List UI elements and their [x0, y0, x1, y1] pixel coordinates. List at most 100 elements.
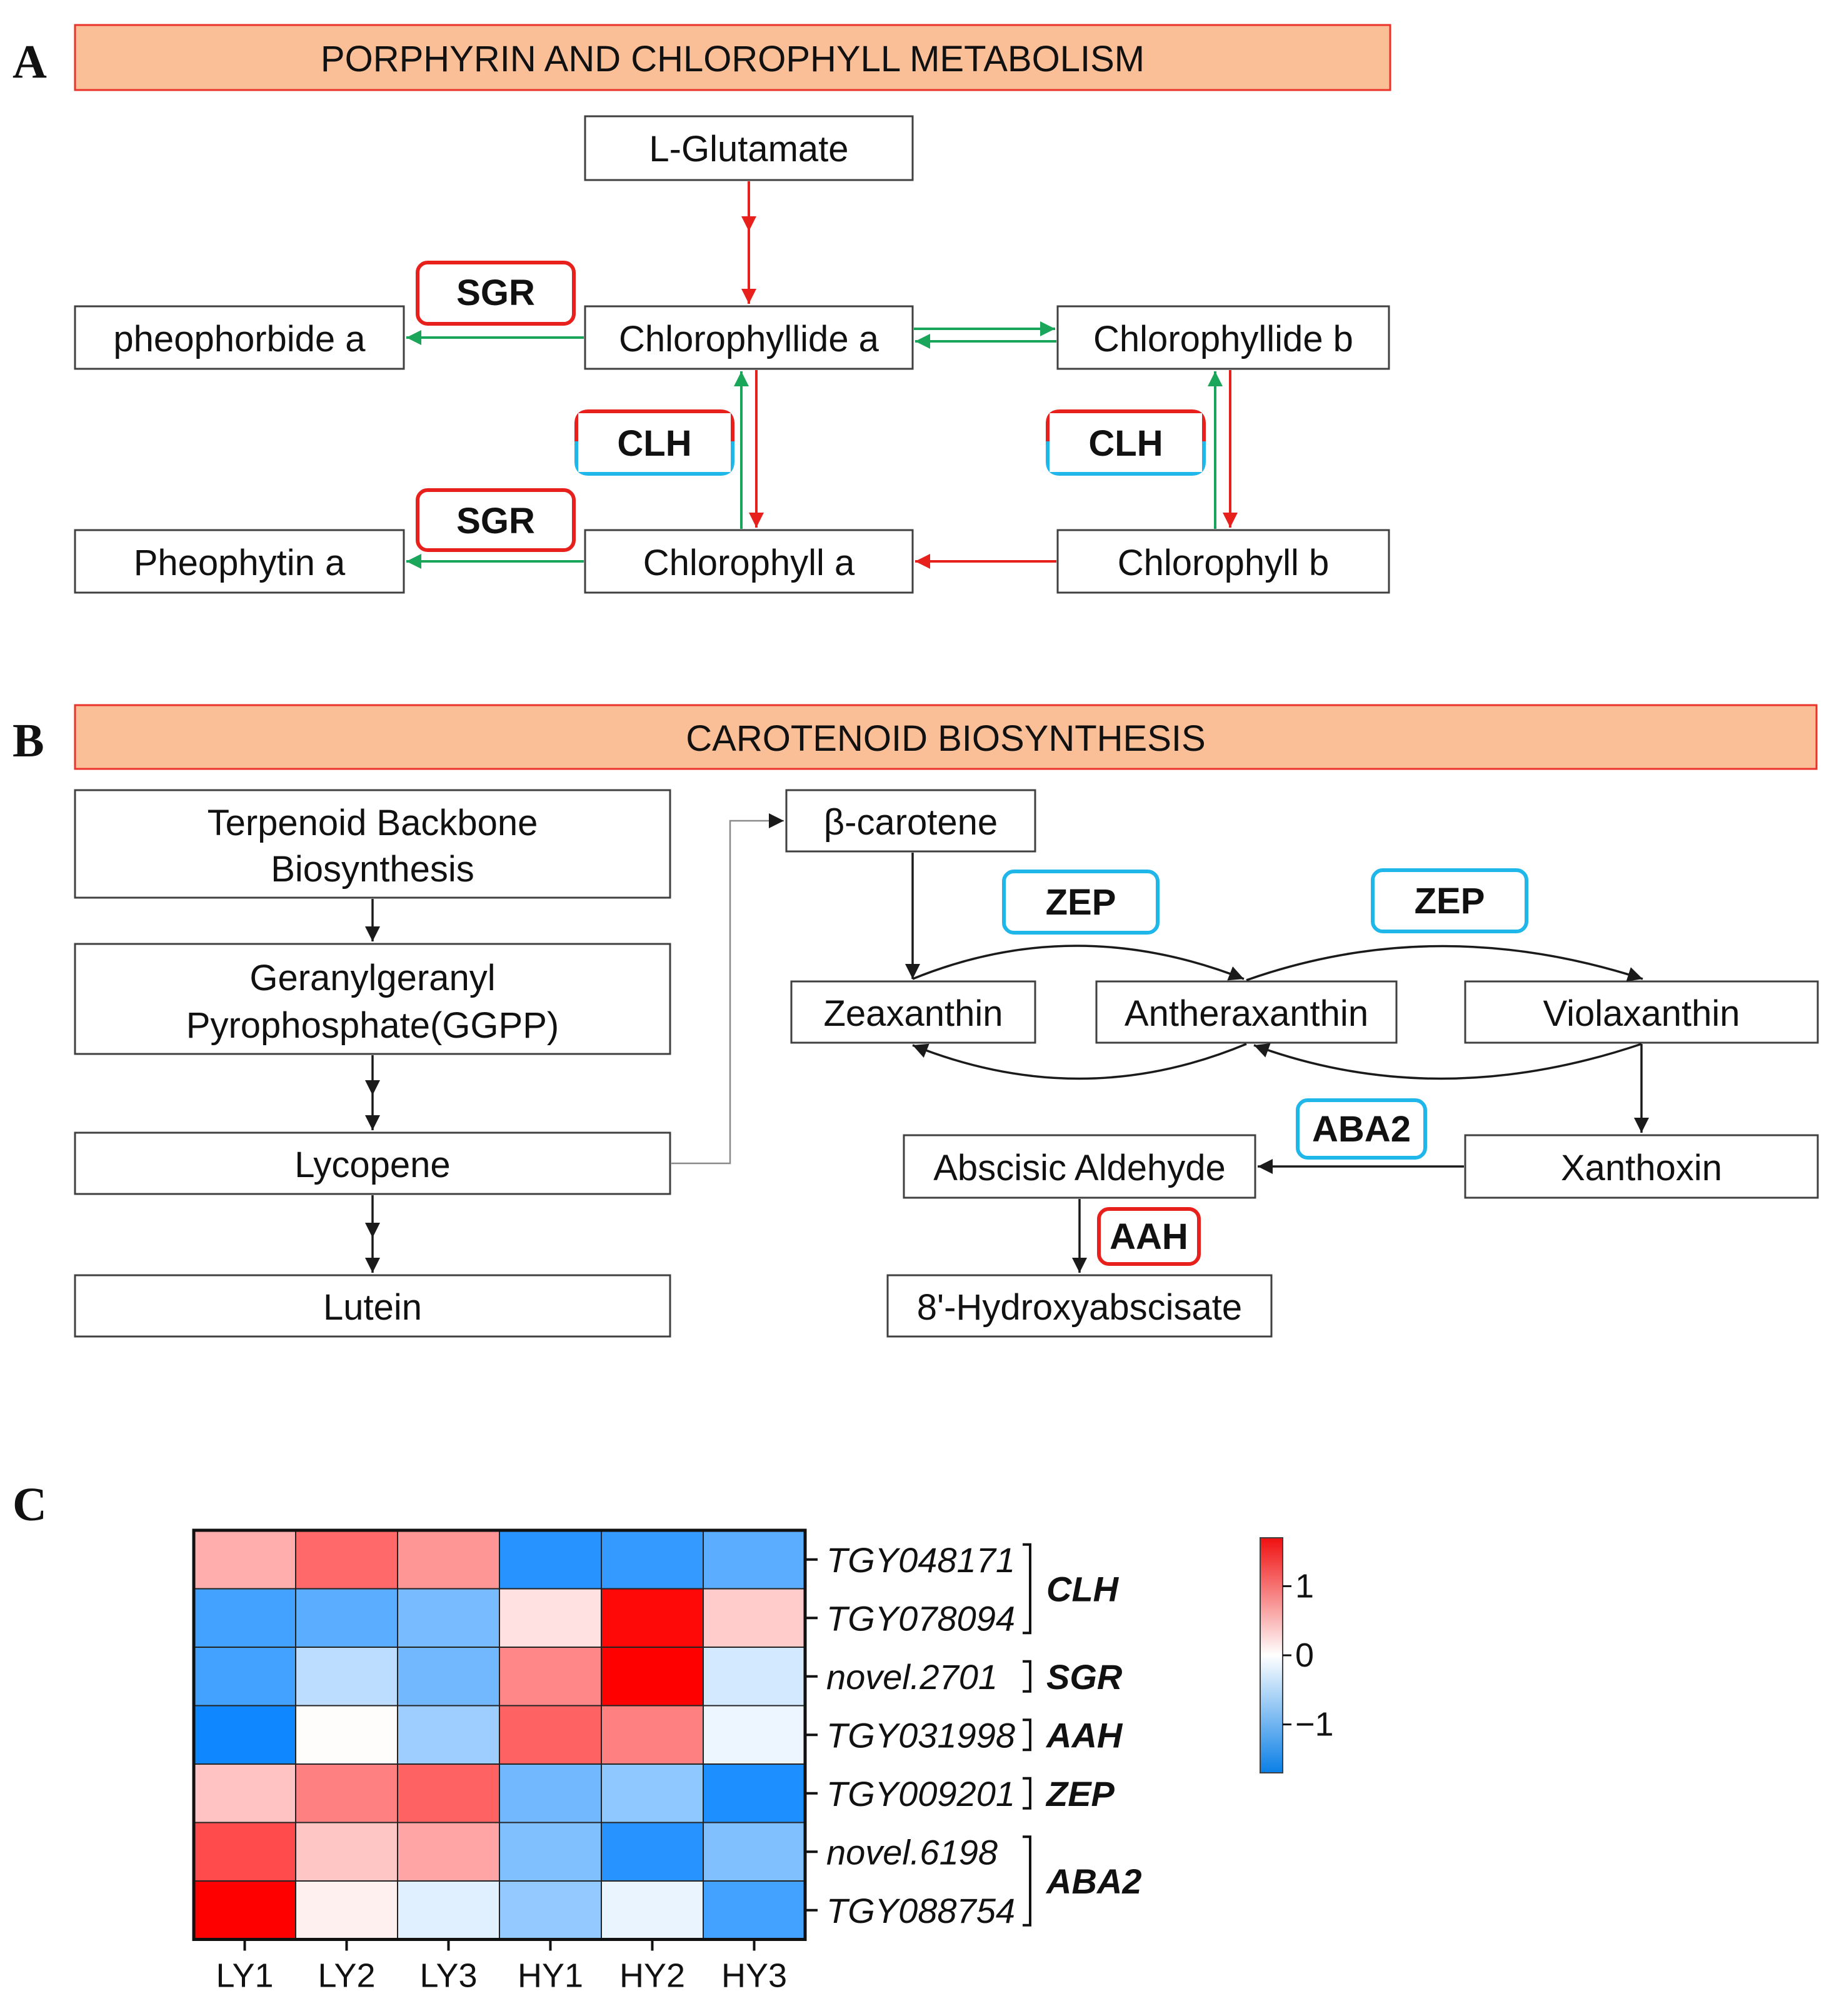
svg-text:Xanthoxin: Xanthoxin: [1561, 1148, 1722, 1188]
heatmap-cell: [703, 1530, 806, 1590]
heatmap-cell: [193, 1763, 296, 1823]
row-label: TGY009201: [826, 1774, 1015, 1813]
arrow-lycopene-bcarotene: [671, 813, 784, 1165]
heatmap-cell: [499, 1763, 602, 1823]
heatmap-cell: [193, 1822, 296, 1882]
heatmap-cell: [601, 1647, 704, 1707]
heatmap-cell: [601, 1880, 704, 1940]
node-ggpp: Geranylgeranyl Pyrophosphate(GGPP): [74, 943, 671, 1055]
svg-text:Pheophytin a: Pheophytin a: [134, 543, 346, 583]
svg-text:β-carotene: β-carotene: [824, 802, 998, 843]
group-label: ZEP: [1045, 1774, 1115, 1813]
heatmap-cell: [397, 1530, 500, 1590]
node-violaxanthin: Violaxanthin: [1464, 980, 1819, 1044]
heatmap-cell: [295, 1530, 398, 1590]
group-bracket: [1023, 1660, 1031, 1693]
node-pheophorbide-a: pheophorbide a: [74, 305, 405, 370]
svg-text:Lycopene: Lycopene: [294, 1145, 450, 1185]
svg-text:Pyrophosphate(GGPP): Pyrophosphate(GGPP): [186, 1005, 559, 1046]
panel-b: B CAROTENOID BIOSYNTHESIS Terpenoid Back…: [13, 704, 1819, 1338]
row-label: TGY088754: [826, 1891, 1015, 1930]
heatmap-cell: [601, 1822, 704, 1882]
arrows-b: [365, 813, 1649, 1273]
enzyme-clh-2: CLH: [1046, 409, 1206, 476]
heatmap-cell: [397, 1763, 500, 1823]
node-chlorophyll-b: Chlorophyll b: [1056, 529, 1390, 594]
svg-text:Chlorophyll b: Chlorophyll b: [1118, 543, 1330, 583]
svg-text:CLH: CLH: [617, 423, 691, 464]
heatmap-cell: [499, 1880, 602, 1940]
heatmap-cell: [193, 1880, 296, 1940]
node-chlorophyllide-b: Chlorophyllide b: [1056, 305, 1390, 370]
heatmap-cell: [601, 1588, 704, 1648]
heatmap-cell: [295, 1822, 398, 1882]
node-zeaxanthin: Zeaxanthin: [790, 980, 1036, 1044]
heatmap-cell: [295, 1588, 398, 1648]
heatmap-cell: [193, 1705, 296, 1765]
arrow-viola-anthera: [1253, 1043, 1642, 1080]
panel-a-letter: A: [13, 36, 47, 88]
svg-text:ZEP: ZEP: [1415, 881, 1485, 921]
node-lycopene: Lycopene: [74, 1131, 671, 1195]
svg-text:ZEP: ZEP: [1046, 882, 1116, 923]
heatmap-cell: [703, 1647, 806, 1707]
node-chlorophyllide-a: Chlorophyllide a: [584, 305, 914, 370]
heatmap-cell: [703, 1763, 806, 1823]
legend-tick-label: 0: [1295, 1637, 1314, 1674]
node-chlorophyll-a: Chlorophyll a: [584, 529, 914, 594]
heatmap-cell: [499, 1647, 602, 1707]
column-label: LY3: [419, 1957, 477, 1995]
svg-text:8'-Hydroxyabscisate: 8'-Hydroxyabscisate: [917, 1287, 1242, 1328]
svg-text:Lutein: Lutein: [323, 1287, 422, 1328]
node-beta-carotene: β-carotene: [785, 789, 1036, 853]
enzyme-sgr-2: SGR: [416, 488, 576, 552]
group-bracket: [1023, 1543, 1031, 1635]
column-label: LY2: [318, 1957, 375, 1995]
heatmap-cell: [193, 1530, 296, 1590]
node-8-hydroxyabscisate: 8'-Hydroxyabscisate: [886, 1274, 1273, 1338]
svg-text:Violaxanthin: Violaxanthin: [1543, 993, 1740, 1034]
svg-text:Chlorophyllide a: Chlorophyllide a: [619, 319, 879, 359]
svg-text:ABA2: ABA2: [1312, 1109, 1411, 1150]
enzyme-sgr-1: SGR: [416, 261, 576, 326]
banner-a-title: PORPHYRIN AND CHLOROPHYLL METABOLISM: [321, 39, 1145, 79]
group-bracket: [1023, 1718, 1031, 1752]
heatmap-legend: 10−1: [1260, 1537, 1334, 1773]
enzyme-aba2: ABA2: [1296, 1098, 1427, 1160]
heatmap-cell: [703, 1880, 806, 1940]
heatmap-cell: [499, 1588, 602, 1648]
heatmap-cell: [397, 1647, 500, 1707]
row-label: novel.6198: [826, 1832, 998, 1872]
node-l-glutamate: L-Glutamate: [584, 115, 914, 181]
panel-a: A PORPHYRIN AND CHLOROPHYLL METABOLISM L…: [13, 24, 1391, 594]
heatmap-cell: [601, 1530, 704, 1590]
heatmap-cell: [499, 1822, 602, 1882]
svg-text:pheophorbide a: pheophorbide a: [113, 319, 366, 359]
heatmap-cell: [295, 1705, 398, 1765]
column-label: HY1: [518, 1957, 583, 1995]
enzyme-clh-1: CLH: [574, 409, 734, 476]
legend-colorbar: [1260, 1537, 1283, 1773]
enzyme-zep-1: ZEP: [1002, 870, 1160, 935]
group-label: ABA2: [1045, 1862, 1141, 1901]
svg-text:Chlorophyllide b: Chlorophyllide b: [1093, 319, 1353, 359]
svg-text:AAH: AAH: [1110, 1216, 1188, 1257]
svg-text:L-Glutamate: L-Glutamate: [649, 129, 848, 169]
column-label: HY2: [619, 1957, 685, 1995]
node-antheraxanthin: Antheraxanthin: [1095, 980, 1398, 1044]
panel-c-letter: C: [13, 1478, 47, 1531]
heatmap-cell: [193, 1588, 296, 1648]
node-pheophytin-a: Pheophytin a: [74, 529, 405, 594]
group-bracket: [1023, 1835, 1031, 1927]
svg-text:Zeaxanthin: Zeaxanthin: [824, 993, 1003, 1034]
column-label: HY3: [721, 1957, 787, 1995]
banner-b-title: CAROTENOID BIOSYNTHESIS: [686, 718, 1205, 759]
row-label: TGY031998: [826, 1715, 1015, 1755]
node-terpenoid-backbone: Terpenoid Backbone Biosynthesis: [74, 789, 671, 899]
heatmap-cell: [601, 1763, 704, 1823]
heatmap-cell: [397, 1880, 500, 1940]
heatmap-cell: [703, 1588, 806, 1648]
heatmap-cell: [295, 1880, 398, 1940]
